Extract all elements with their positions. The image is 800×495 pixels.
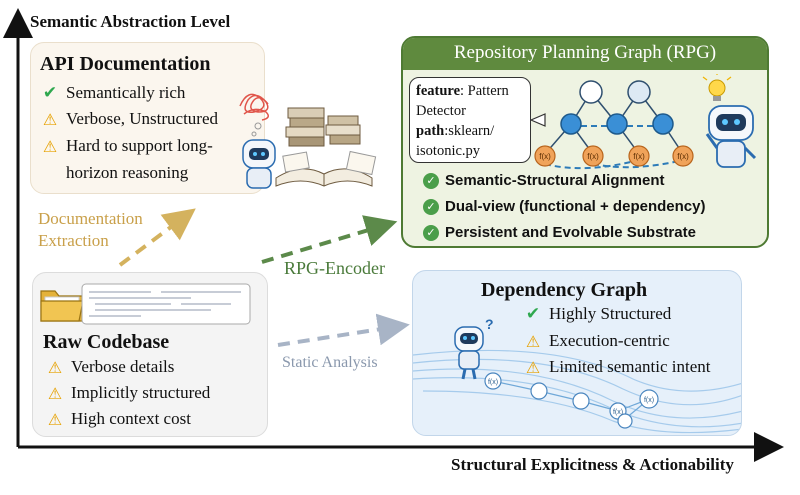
- rpg-feature-item: ✓ Semantic-Structural Alignment: [423, 172, 664, 189]
- path-key: path: [416, 123, 445, 139]
- item-text: Limited semantic intent: [549, 357, 711, 376]
- list-item: ✔ Highly Structured: [523, 304, 671, 324]
- check-icon: ✓: [423, 224, 439, 241]
- warning-icon: ⚠: [525, 331, 541, 351]
- rpg-graph: f(x) f(x) f(x) f(x): [531, 74, 757, 170]
- graph-node: [627, 80, 651, 104]
- lightbulb-icon: [702, 74, 732, 101]
- list-item: ✔ Semantically rich: [40, 83, 186, 103]
- y-axis-label: Semantic Abstraction Level: [30, 12, 231, 31]
- graph-node: [560, 113, 582, 135]
- doc-extraction-line2: Extraction: [38, 231, 109, 250]
- static-analysis-arrow: [277, 313, 410, 347]
- dependency-node-label: f(x): [488, 379, 498, 386]
- panel-title: Dependency Graph: [481, 279, 648, 301]
- function-node: [672, 145, 694, 167]
- item-text: Semantically rich: [66, 83, 186, 102]
- feature-value-cont: Detector: [416, 103, 466, 119]
- item-text: Implicitly structured: [71, 383, 211, 402]
- list-item: horizon reasoning: [66, 163, 188, 183]
- function-label: f(x): [587, 152, 599, 161]
- code-editor-icon: [81, 283, 251, 325]
- rpg-feature-item: ✓ Dual-view (functional + dependency): [423, 198, 705, 215]
- feature-value: : Pattern: [460, 83, 509, 99]
- dependency-node: [617, 413, 633, 429]
- graph-node: [606, 113, 628, 135]
- warning-icon: ⚠: [47, 357, 63, 377]
- function-label: f(x): [677, 152, 689, 161]
- item-text: Verbose details: [71, 357, 175, 376]
- item-text: horizon reasoning: [66, 163, 189, 182]
- scribble-thought-icon: [239, 93, 269, 121]
- warning-icon: ⚠: [42, 136, 58, 156]
- item-text: Verbose, Unstructured: [66, 109, 219, 128]
- path-value: :sklearn/: [444, 123, 495, 139]
- warning-icon: ⚠: [42, 109, 58, 129]
- dependency-node: [639, 389, 659, 409]
- warning-icon: ⚠: [525, 357, 541, 377]
- item-text: Highly Structured: [549, 304, 672, 323]
- robot-icon: [242, 139, 276, 189]
- check-icon: ✔: [525, 304, 541, 324]
- robot-icon: [454, 326, 484, 380]
- item-text: Dual-view (functional + dependency): [445, 198, 706, 215]
- list-item: ⚠ Execution-centric: [523, 331, 670, 351]
- rpg-feature-item: ✓ Persistent and Evolvable Substrate: [423, 224, 696, 241]
- path-value-cont: isotonic.py: [416, 143, 481, 159]
- doc-extraction-label: Documentation Extraction: [38, 208, 143, 252]
- x-axis-label: Structural Explicitness & Actionability: [451, 455, 734, 474]
- list-item: ⚠ Hard to support long-: [40, 136, 213, 156]
- folder-icon: [40, 290, 84, 322]
- rpg-header: [403, 38, 767, 70]
- item-text: Execution-centric: [549, 331, 670, 350]
- list-item: ⚠ Verbose details: [45, 357, 175, 377]
- item-text: High context cost: [71, 409, 191, 428]
- function-label: f(x): [539, 152, 551, 161]
- function-node: [628, 145, 650, 167]
- raw-codebase-panel: Raw Codebase ⚠ Verbose details ⚠ Implici…: [32, 272, 268, 437]
- rpg-encoder-arrow: [261, 215, 398, 264]
- list-item: ⚠ High context cost: [45, 409, 191, 429]
- list-item: ⚠ Implicitly structured: [45, 383, 210, 403]
- function-node: [534, 145, 556, 167]
- function-label: f(x): [633, 152, 645, 161]
- dependency-node: [530, 382, 548, 400]
- dependency-node-label: f(x): [613, 409, 623, 416]
- graph-node: [579, 80, 603, 104]
- panel-title: API Documentation: [40, 53, 211, 75]
- warning-icon: ⚠: [47, 409, 63, 429]
- rpg-callout: feature: Pattern Detector path:sklearn/ …: [409, 77, 531, 163]
- dependency-flow: f(x) f(x) f(x) ?: [413, 316, 741, 434]
- list-item: ⚠ Limited semantic intent: [523, 357, 711, 377]
- list-item: ⚠ Verbose, Unstructured: [40, 109, 218, 129]
- function-node: [582, 145, 604, 167]
- feature-key: feature: [416, 83, 461, 99]
- check-icon: ✔: [42, 83, 58, 103]
- dependency-node: [572, 392, 590, 410]
- static-analysis-label: Static Analysis: [282, 354, 378, 371]
- rpg-encoder-label: RPG-Encoder: [284, 258, 385, 278]
- item-text: Semantic-Structural Alignment: [445, 172, 665, 189]
- check-icon: ✓: [423, 172, 439, 189]
- doc-extraction-line1: Documentation: [38, 209, 143, 228]
- api-documentation-panel: API Documentation ✔ Semantically rich ⚠ …: [30, 42, 265, 194]
- item-text: Hard to support long-: [66, 136, 213, 155]
- rpg-panel: Repository Planning Graph (RPG) feature:…: [401, 36, 769, 248]
- panel-title: Repository Planning Graph (RPG): [453, 42, 717, 63]
- dependency-node: [484, 372, 502, 390]
- graph-node: [652, 113, 674, 135]
- dependency-node-label: f(x): [644, 397, 654, 404]
- warning-icon: ⚠: [47, 383, 63, 403]
- panel-title: Raw Codebase: [43, 331, 170, 353]
- question-mark-icon: ?: [485, 316, 494, 332]
- robot-icon: [705, 105, 757, 168]
- doc-extraction-arrow: [118, 208, 196, 267]
- books-illustration: [239, 93, 377, 189]
- item-text: Persistent and Evolvable Substrate: [445, 224, 696, 241]
- check-icon: ✓: [423, 198, 439, 215]
- dependency-graph-panel: f(x) f(x) f(x) ? Dependency Graph ✔ High…: [412, 270, 742, 436]
